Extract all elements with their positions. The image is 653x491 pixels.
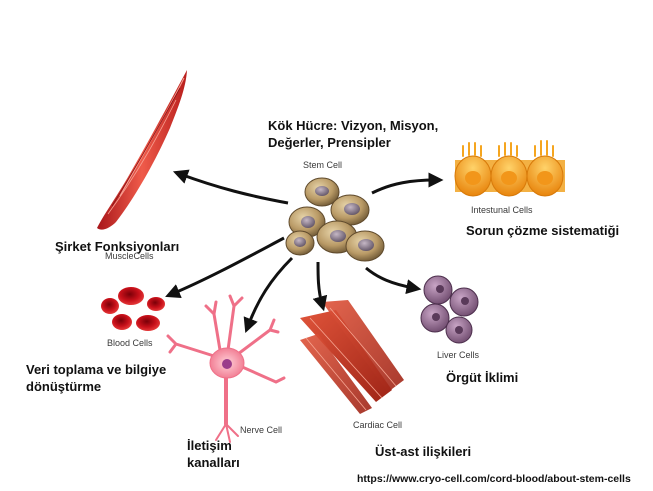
blood-cells-label: Veri toplama ve bilgiye dönüştürme xyxy=(26,362,167,394)
stem-cell-caption: Stem Cell xyxy=(303,160,343,170)
source-url: https://www.cryo-cell.com/cord-blood/abo… xyxy=(357,473,631,485)
intestinal-cells-label: Sorun çözme sistematiği xyxy=(466,223,620,238)
intestinal-cells-caption: Intestunal Cells xyxy=(471,205,533,215)
arrow-to-intestinal xyxy=(371,172,444,195)
nerve-cell-label: İletişim kanalları xyxy=(187,438,240,470)
stem-cell-cluster-illustration xyxy=(285,177,385,262)
arrow-to-blood xyxy=(165,236,285,299)
arrow-to-liver xyxy=(365,266,422,295)
intestinal-cells-illustration xyxy=(454,140,565,197)
liver-cells-illustration xyxy=(420,275,479,344)
nerve-cell-caption: Nerve Cell xyxy=(240,425,283,435)
blood-cells-caption: Blood Cells xyxy=(107,338,153,348)
liver-cells-caption: Liver Cells xyxy=(437,350,480,360)
arrow-to-muscle xyxy=(172,169,289,205)
nerve-cell-illustration xyxy=(166,294,286,443)
cardiac-cell-illustration xyxy=(300,300,404,414)
muscle-cell-illustration xyxy=(97,70,187,230)
stem-cell-label: Kök Hücre: Vizyon, Misyon, Değerler, Pre… xyxy=(268,118,439,150)
liver-cells-label: Örgüt İklimi xyxy=(446,370,519,385)
cardiac-cell-caption: Cardiac Cell xyxy=(353,420,403,430)
differentiation-arrows xyxy=(165,169,444,333)
arrow-to-nerve xyxy=(243,256,294,333)
cardiac-cell-label: Üst-ast ilişkileri xyxy=(375,444,472,459)
blood-cells-illustration xyxy=(101,287,165,331)
muscle-cells-caption: MuscleCells xyxy=(105,251,154,261)
muscle-cells-label: Şirket Fonksiyonları xyxy=(55,239,180,254)
arrow-to-cardiac xyxy=(312,261,328,312)
